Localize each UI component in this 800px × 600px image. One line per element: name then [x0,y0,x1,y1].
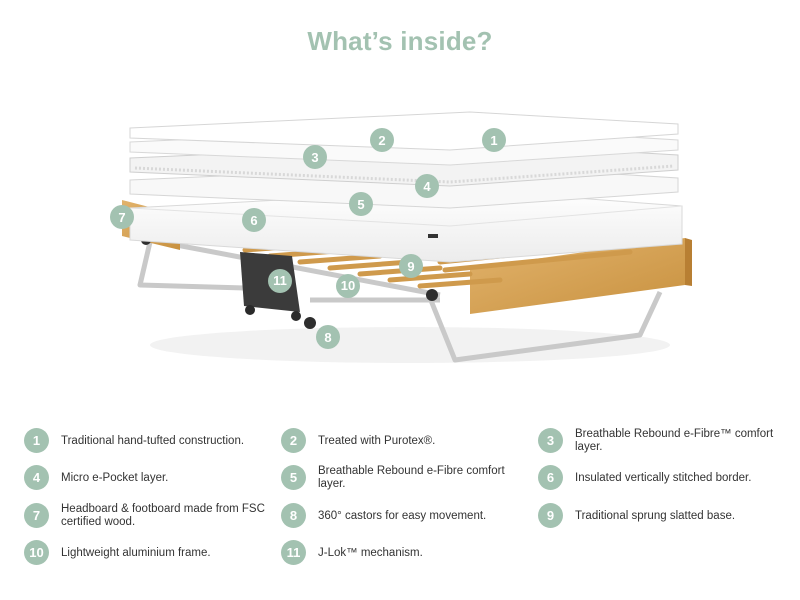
page-title: What’s inside? [307,26,493,56]
legend-text: J-Lok™ mechanism. [318,546,423,559]
badge-8: 8 [316,325,340,349]
legend-item: 11 J-Lok™ mechanism. [281,540,526,576]
svg-text:8: 8 [324,330,331,345]
badge-4: 4 [415,174,439,198]
legend-item: 5 Breathable Rebound e-Fibre comfort lay… [281,465,526,501]
legend-text: Lightweight aluminium frame. [61,546,211,559]
aluminium-frame [137,237,663,363]
legend-number: 11 [281,540,306,565]
svg-text:6: 6 [250,213,257,228]
legend-number: 9 [538,503,563,528]
legend-number: 5 [281,465,306,490]
hinge-icon [426,289,438,301]
legend-item: 7 Headboard & footboard made from FSC ce… [24,503,269,539]
badge-5: 5 [349,192,373,216]
legend-item: 1 Traditional hand-tufted construction. [24,428,269,464]
label-tag [428,234,438,238]
svg-text:11: 11 [273,273,287,288]
svg-text:1: 1 [490,133,497,148]
svg-text:2: 2 [378,133,385,148]
legend-number: 1 [24,428,49,453]
legend-number: 10 [24,540,49,565]
legend-text: Breathable Rebound e-Fibre comfort layer… [318,465,505,490]
legend-text: Traditional hand-tufted construction. [61,434,245,447]
svg-text:5: 5 [357,197,364,212]
legend-text: 360° castors for easy movement. [318,509,487,522]
badge-1: 1 [482,128,506,152]
legend-number: 8 [281,503,306,528]
legend-item: 6 Insulated vertically stitched border. [538,465,783,501]
badge-9: 9 [399,254,423,278]
legend-item: 8 360° castors for easy movement. [281,503,526,539]
legend-item: 3 Breathable Rebound e-Fibre™ comfort la… [538,428,783,464]
badge-10: 10 [336,274,360,298]
svg-text:3: 3 [311,150,318,165]
svg-text:10: 10 [341,278,355,293]
legend-number: 2 [281,428,306,453]
layer-top-tufted [129,111,679,151]
legend-item: 10 Lightweight aluminium frame. [24,540,269,576]
svg-text:7: 7 [118,210,125,225]
footboard [470,238,685,314]
badge-6: 6 [242,208,266,232]
svg-text:9: 9 [407,259,414,274]
legend-text: Insulated vertically stitched border. [575,471,752,484]
legend-number: 7 [24,503,49,528]
legend-number: 3 [538,428,563,453]
legend-item: 2 Treated with Purotex®. [281,428,526,464]
bed-illustration: 1 2 3 4 5 6 7 8 9 10 11 [110,111,692,363]
legend-text: Micro e-Pocket layer. [61,471,169,484]
legend-number: 6 [538,465,563,490]
badge-7: 7 [110,205,134,229]
legend-number: 4 [24,465,49,490]
svg-text:4: 4 [423,179,431,194]
floor-shadow [150,327,670,363]
legend-text: Breathable Rebound e-Fibre™ comfort laye… [575,428,774,453]
legend-item: 4 Micro e-Pocket layer. [24,465,269,501]
castor-icon [304,317,316,329]
badge-2: 2 [370,128,394,152]
legend-text: Traditional sprung slatted base. [575,509,736,522]
legend-item: 9 Traditional sprung slatted base. [538,503,783,539]
badge-3: 3 [303,145,327,169]
badge-11: 11 [268,269,292,293]
legend-text: Headboard & footboard made from FSC cert… [61,503,265,528]
legend-text: Treated with Purotex®. [318,434,436,447]
